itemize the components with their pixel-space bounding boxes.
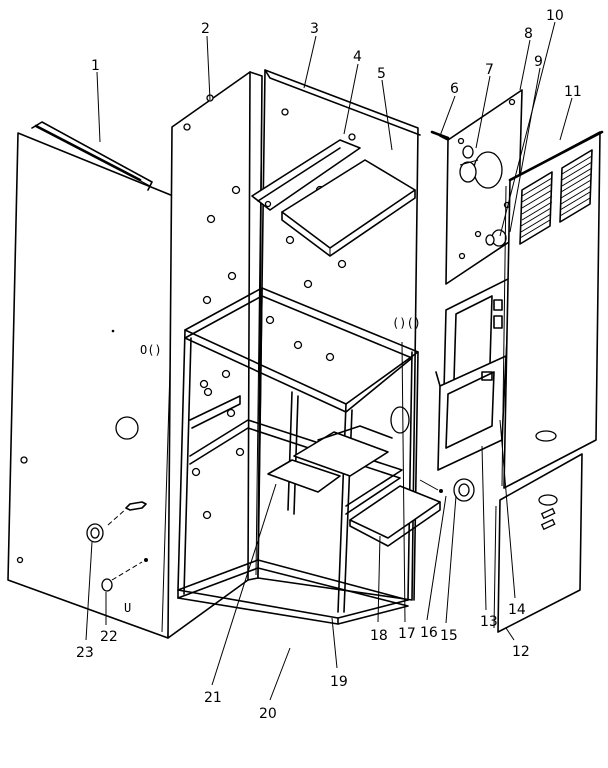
- callout-10: 10: [546, 8, 564, 24]
- part-15-burner-knob: [419, 478, 475, 502]
- callout-21: 21: [204, 690, 222, 706]
- callout-17: 17: [398, 626, 416, 642]
- callout-9: 9: [534, 54, 543, 70]
- front-panel-badge: [535, 430, 557, 442]
- part-22-plug: [101, 578, 113, 592]
- callout-23: 23: [76, 645, 94, 661]
- callout-8: 8: [524, 26, 533, 42]
- part-7-motor: [459, 145, 503, 189]
- part-23-grommet: [86, 523, 104, 543]
- callout-5: 5: [377, 66, 386, 82]
- callout-6: 6: [450, 81, 459, 97]
- part-13-lower-access-door: [435, 355, 507, 471]
- callout-14: 14: [508, 602, 526, 618]
- panel-mark-vent: O(): [140, 343, 162, 357]
- cabinet-frame: [177, 287, 419, 625]
- part-5-shelf-tray: [281, 159, 416, 257]
- part-11-front-panel: [501, 130, 604, 489]
- frame-mark-vent: ()(): [392, 316, 421, 330]
- part-18-burner-shelf: [349, 485, 441, 547]
- callout-2: 2: [201, 21, 210, 37]
- callout-12: 12: [512, 644, 530, 660]
- callout-7: 7: [485, 62, 494, 78]
- callout-1: 1: [91, 58, 100, 74]
- callout-22: 22: [100, 629, 118, 645]
- part-1-left-side-panel: O() U: [7, 121, 184, 639]
- panel-mark-bottom: U: [124, 601, 131, 615]
- callout-18: 18: [370, 628, 388, 644]
- callout-13: 13: [480, 614, 498, 630]
- leader-lines: [85, 21, 573, 701]
- callout-numbers: 1 2 3 4 5 6 7 8 9 10 11 12 13 14 15 16 1…: [76, 8, 582, 722]
- callout-19: 19: [330, 674, 348, 690]
- callout-20: 20: [259, 706, 277, 722]
- callout-11: 11: [564, 84, 582, 100]
- part-9-blower-hub: [485, 229, 507, 247]
- front-panel-louvers: [519, 149, 593, 245]
- callout-4: 4: [353, 49, 362, 65]
- part-2-rear-panel: [167, 71, 263, 639]
- part-12-lower-front-panel: [493, 453, 583, 633]
- callout-16: 16: [420, 625, 438, 641]
- part-4-upper-bracket: [251, 139, 361, 211]
- callout-3: 3: [310, 21, 319, 37]
- callout-15: 15: [440, 628, 458, 644]
